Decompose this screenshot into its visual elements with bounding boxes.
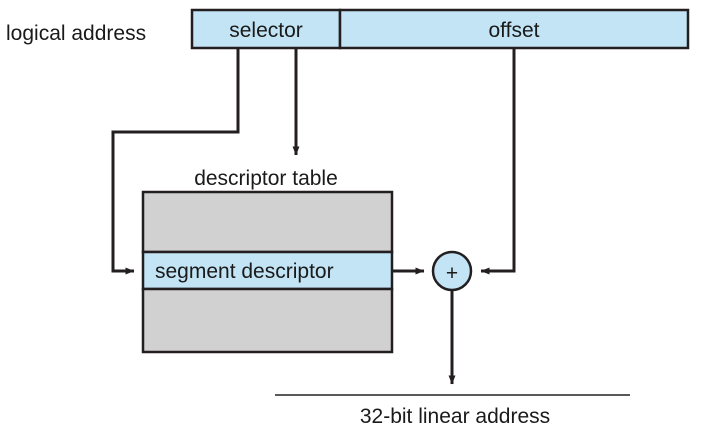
descriptor-table-row-top[interactable]	[141, 190, 394, 254]
adder-plus-icon: +	[446, 262, 458, 285]
descriptor-table: descriptor table segment descriptor	[141, 167, 394, 354]
selector-field-label: selector	[229, 19, 303, 42]
offset-field-label: offset	[489, 19, 540, 42]
selector-field[interactable]	[190, 8, 342, 50]
selector-to-segment-descriptor-edge	[111, 48, 240, 275]
adder-node[interactable]: +	[431, 250, 473, 292]
offset-to-adder-edge	[480, 48, 516, 275]
descriptor-table-label: descriptor table	[194, 167, 338, 190]
logical-address-label: logical address	[6, 22, 146, 45]
descriptor-table-row-bottom[interactable]	[141, 287, 394, 354]
linear-address-label: 32-bit linear address	[360, 405, 550, 428]
segment-descriptor-row[interactable]	[141, 250, 394, 291]
segment-descriptor-label: segment descriptor	[155, 260, 334, 283]
linear-address-group: 32-bit linear address	[275, 394, 630, 428]
logical-address-row: logical address selector offset	[6, 8, 690, 50]
